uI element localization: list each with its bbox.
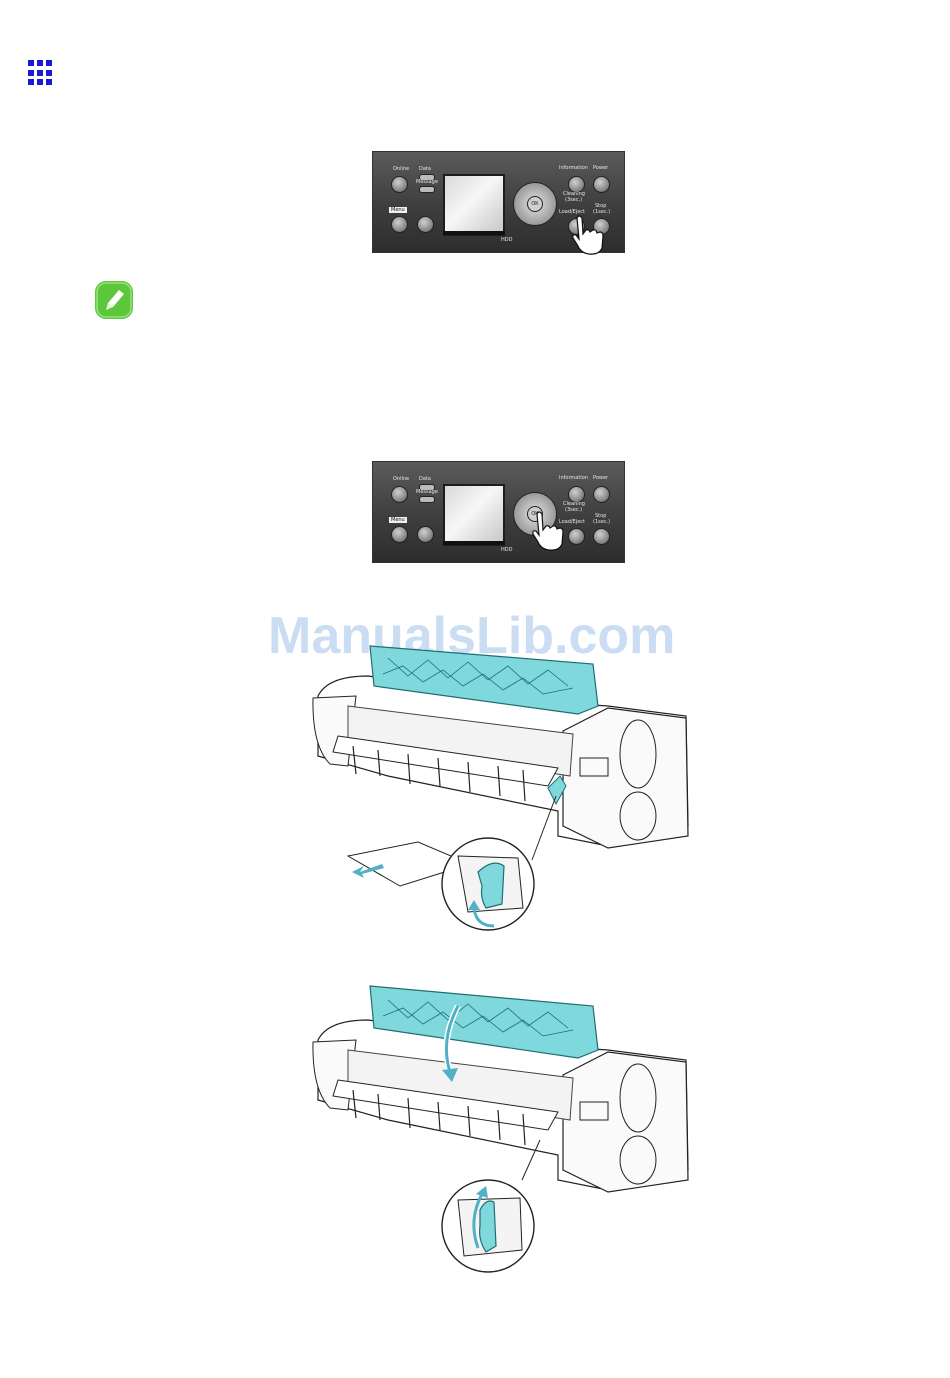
pointing-hand-icon [529,506,569,556]
power-button[interactable] [593,176,610,193]
data-label: Data [419,167,431,172]
cleaning-time-label: (3sec.) [565,198,582,203]
pointing-hand-icon [569,214,609,256]
menu-button[interactable] [391,526,408,543]
stop-time-label: (1sec.) [593,520,610,525]
hdd-label: HDD [501,548,512,553]
lcd-screen [443,484,505,546]
stop-button[interactable] [593,528,610,545]
power-label: Power [593,476,608,481]
online-label: Online [393,477,409,482]
message-lamp [419,496,435,503]
online-button[interactable] [391,176,408,193]
control-panel-load-eject: Online Data Message Menu HDD OK Informat… [372,151,625,253]
control-panel-ok: Online Data Message Menu HDD OK Informat… [372,461,625,563]
lcd-screen [443,174,505,236]
load-eject-button[interactable] [568,528,585,545]
message-label: Message [416,490,438,495]
online-label: Online [393,167,409,172]
lcd-bezel [443,231,505,235]
ink-button[interactable] [417,526,434,543]
online-button[interactable] [391,486,408,503]
menu-button[interactable] [391,216,408,233]
hdd-label: HDD [501,238,512,243]
data-label: Data [419,477,431,482]
grid-icon [28,60,54,86]
message-lamp [419,186,435,193]
power-label: Power [593,166,608,171]
ink-button[interactable] [417,216,434,233]
ok-button[interactable]: OK [527,196,543,212]
message-label: Message [416,180,438,185]
information-label: Information [559,166,588,171]
printer-illustration-remove-paper [308,636,692,938]
lcd-bezel [443,541,505,545]
power-button[interactable] [593,486,610,503]
information-label: Information [559,476,588,481]
menu-label: Menu [389,207,407,213]
menu-label: Menu [389,517,407,523]
printer-illustration-close-cover [308,980,692,1276]
pencil-note-icon [94,280,134,320]
